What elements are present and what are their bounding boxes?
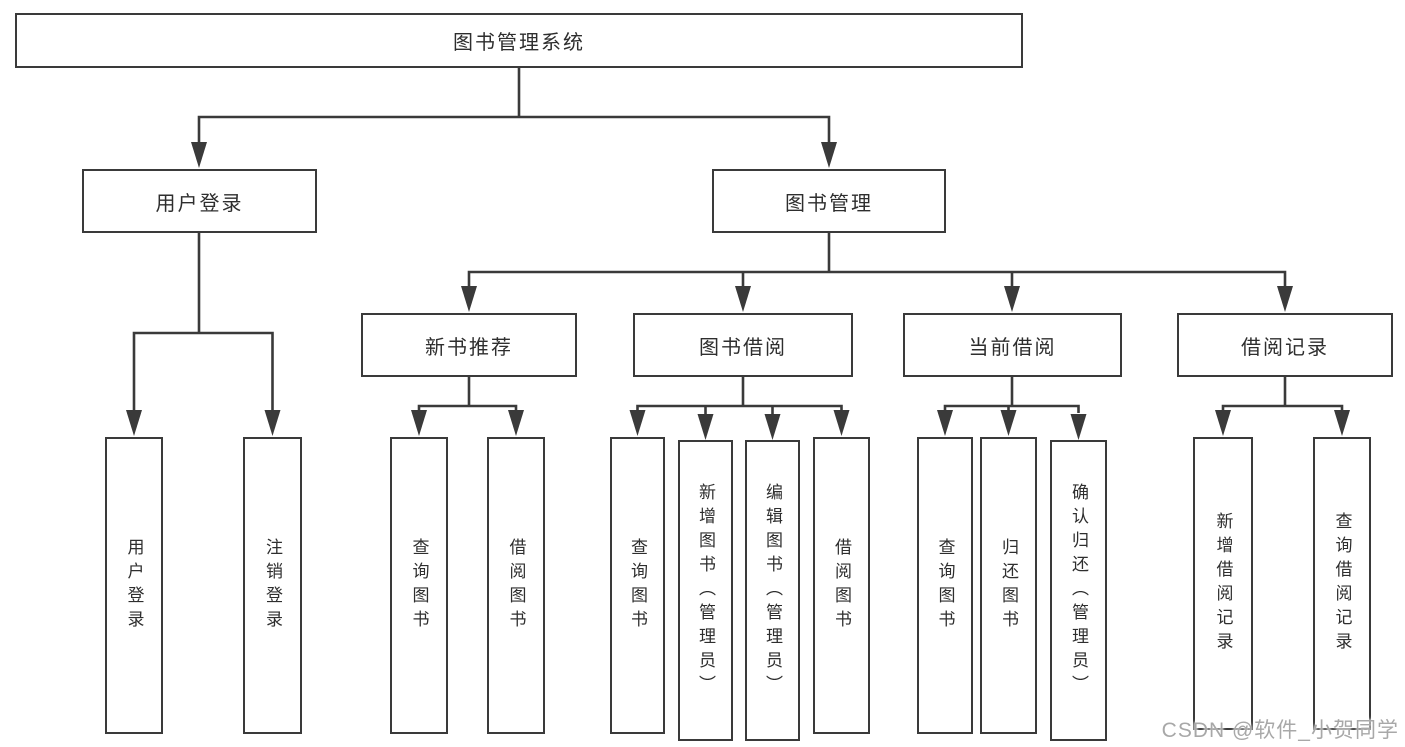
leaf-confirm-return-admin: 确认归还（管理员） [1050, 440, 1107, 741]
leaf-confirm-return-admin-label: 确认归还（管理员） [1069, 482, 1088, 699]
leaf-borrowing-borrow-books-label: 借阅图书 [832, 537, 851, 634]
leaf-current-query-books-label: 查询图书 [935, 537, 955, 634]
node-current-borrowing-label: 当前借阅 [968, 336, 1057, 359]
leaf-add-books-admin: 新增图书（管理员） [678, 440, 733, 741]
node-borrowing-records: 借阅记录 [1177, 313, 1393, 377]
leaf-recommend-borrow-books-label: 借阅图书 [506, 537, 526, 634]
node-new-book-recommend-label: 新书推荐 [425, 336, 513, 359]
leaf-add-borrow-record: 新增借阅记录 [1193, 437, 1253, 730]
leaf-current-query-books: 查询图书 [917, 437, 973, 734]
node-root-label: 图书管理系统 [453, 32, 585, 54]
leaf-return-books-label: 归还图书 [999, 537, 1018, 634]
node-root: 图书管理系统 [15, 13, 1023, 68]
leaf-recommend-query-books: 查询图书 [390, 437, 448, 734]
leaf-logout-label: 注销登录 [263, 537, 282, 634]
leaf-add-borrow-record-label: 新增借阅记录 [1213, 511, 1233, 656]
leaf-query-borrow-record: 查询借阅记录 [1313, 437, 1371, 730]
arrowheads [126, 142, 1350, 440]
leaf-borrowing-borrow-books: 借阅图书 [813, 437, 870, 734]
node-book-management: 图书管理 [712, 169, 946, 233]
leaf-logout: 注销登录 [243, 437, 302, 734]
node-book-borrowing-label: 图书借阅 [699, 336, 787, 359]
node-book-borrowing: 图书借阅 [633, 313, 853, 377]
leaf-edit-books-admin: 编辑图书（管理员） [745, 440, 800, 741]
node-user-login-label: 用户登录 [155, 192, 244, 215]
node-current-borrowing: 当前借阅 [903, 313, 1122, 377]
node-user-login: 用户登录 [82, 169, 317, 233]
node-borrowing-records-label: 借阅记录 [1241, 336, 1329, 359]
node-book-management-label: 图书管理 [785, 192, 873, 215]
leaf-add-books-admin-label: 新增图书（管理员） [696, 482, 715, 699]
leaf-borrowing-query-books-label: 查询图书 [628, 537, 647, 634]
leaf-query-borrow-record-label: 查询借阅记录 [1332, 511, 1352, 656]
leaf-user-login: 用户登录 [105, 437, 163, 734]
leaf-return-books: 归还图书 [980, 437, 1037, 734]
leaf-recommend-borrow-books: 借阅图书 [487, 437, 545, 734]
leaf-user-login-label: 用户登录 [124, 537, 144, 634]
leaf-borrowing-query-books: 查询图书 [610, 437, 665, 734]
leaf-edit-books-admin-label: 编辑图书（管理员） [763, 482, 782, 699]
leaf-recommend-query-books-label: 查询图书 [409, 537, 429, 634]
csdn-watermark: CSDN @软件_小贺同学 [1161, 719, 1399, 742]
node-new-book-recommend: 新书推荐 [361, 313, 577, 377]
